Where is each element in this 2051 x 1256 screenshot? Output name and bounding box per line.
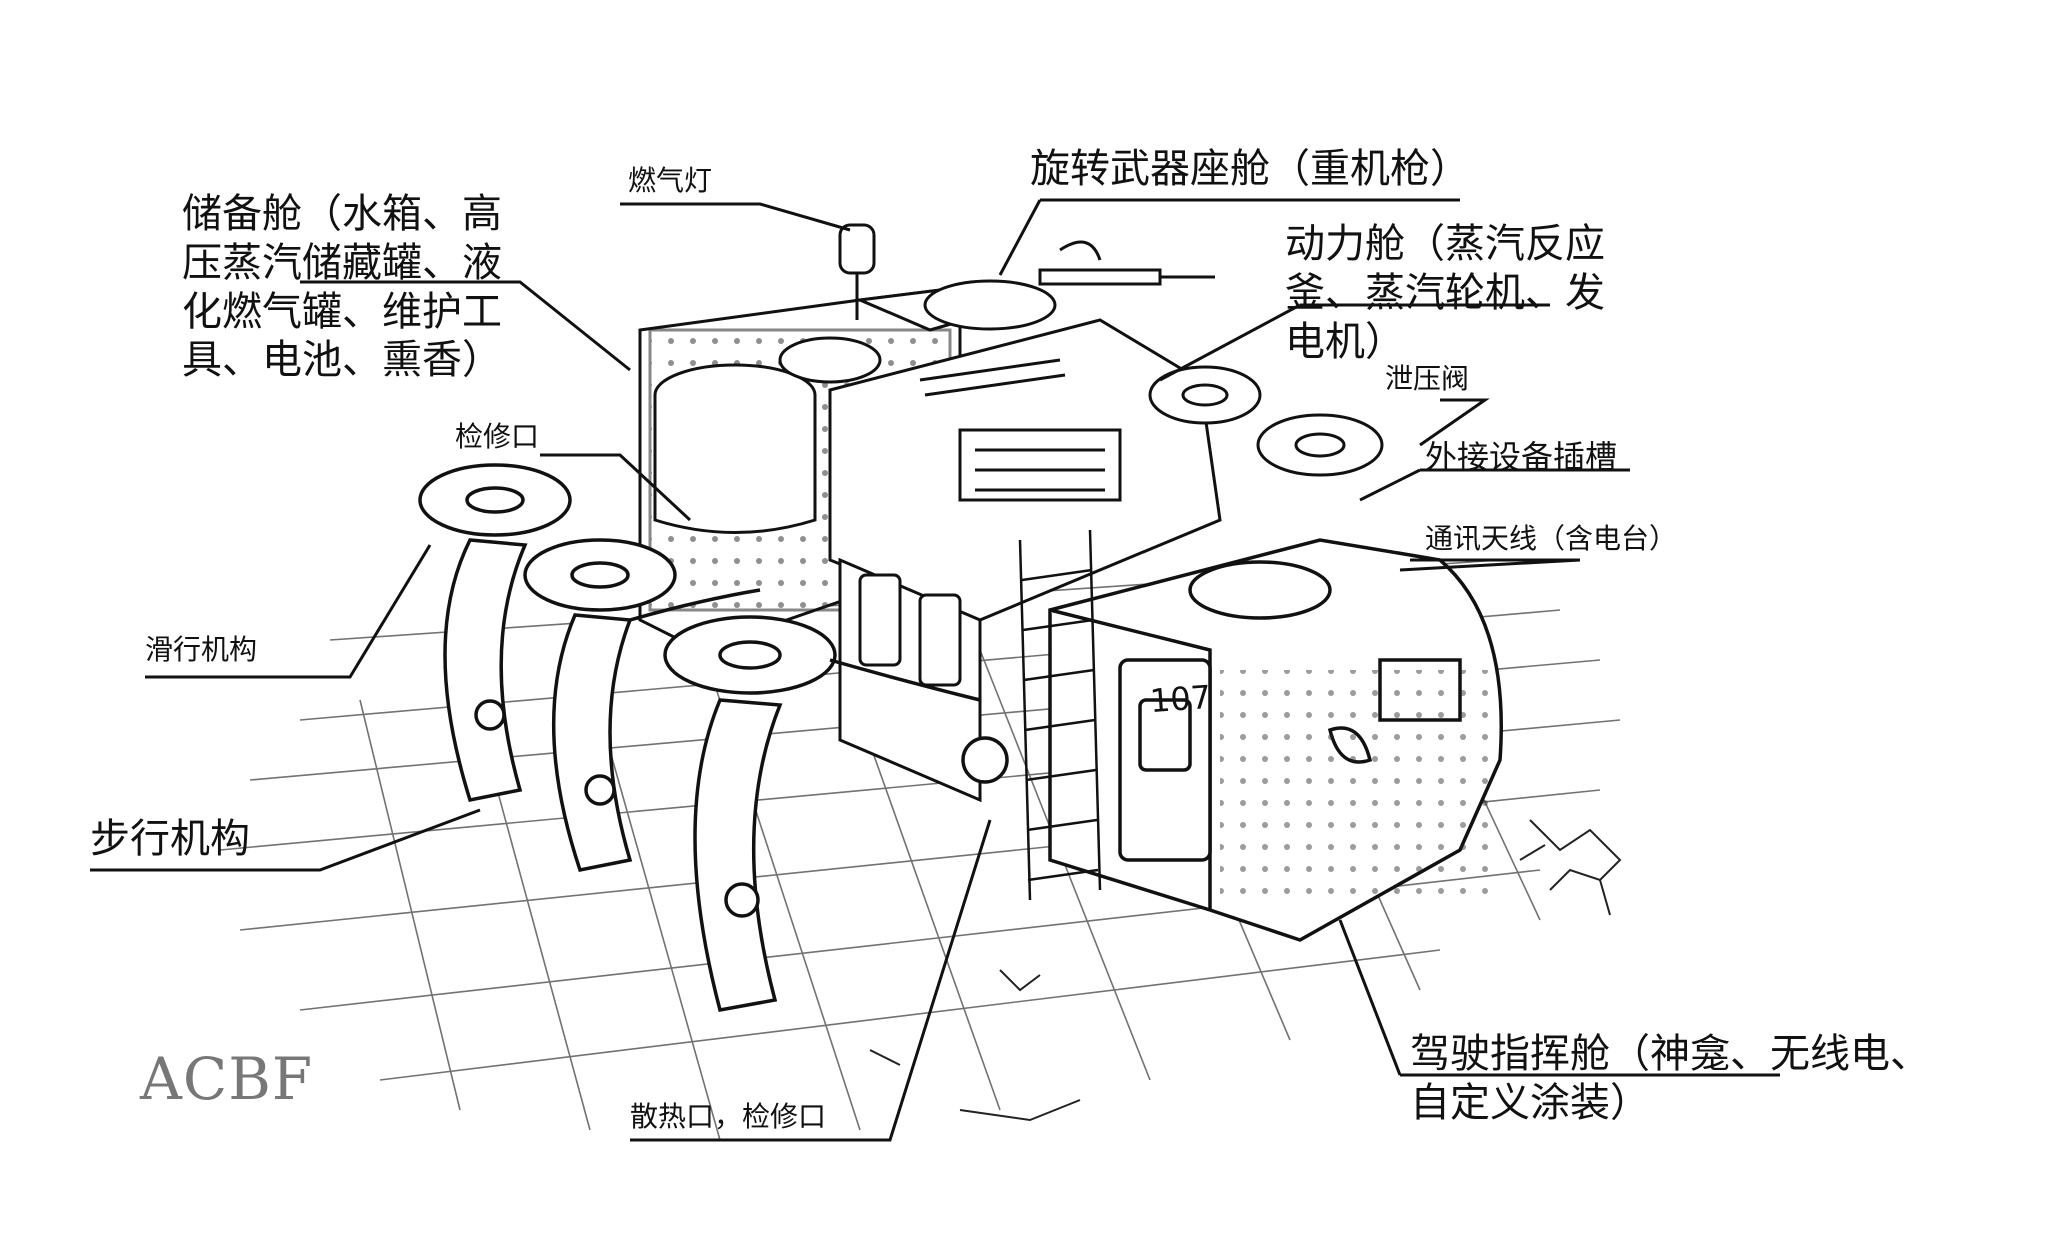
storage-cabin-label: 储备舱（水箱、高 压蒸汽储藏罐、液 化燃气罐、维护工 具、电池、熏香） (182, 191, 502, 384)
water-tank (653, 336, 882, 534)
gas-lamp (838, 223, 876, 320)
pressure-valve-label: 泄压阀 (1385, 362, 1470, 395)
leader-lines (90, 198, 1780, 1142)
inspection-port-label: 检修口 (455, 420, 540, 453)
floor-cracks (869, 819, 1622, 1122)
cockpit-body (1048, 538, 1503, 942)
cockpit-label: 驾驶指挥舱（神龛、无线电、 自定义涂装） (1410, 1031, 1930, 1126)
power-cabin-body (828, 318, 1222, 622)
antenna-label: 通讯天线（含电台） (1425, 522, 1678, 555)
rotating-weapon-label: 旋转武器座舱（重机枪） (1030, 146, 1470, 192)
power-cabin-label: 动力舱（蒸汽反应 釜、蒸汽轮机、发 电机） (1285, 221, 1605, 365)
gas-lamp-label: 燃气灯 (628, 164, 713, 197)
walking-mechanism-label: 步行机构 (90, 816, 250, 862)
ladder (1018, 529, 1102, 901)
top-wheels (1148, 365, 1384, 477)
weapon-turret (923, 240, 1215, 331)
external-slot-label: 外接设备插槽 (1425, 438, 1618, 476)
watermark: ACBF (140, 1045, 314, 1113)
sliding-mechanism-label: 滑行机构 (145, 633, 258, 666)
side-panel (838, 557, 982, 803)
hull-number: 107 (1148, 677, 1213, 721)
legs (418, 463, 1009, 1013)
heat-vent-label: 散热口，检修口 (630, 1100, 827, 1133)
